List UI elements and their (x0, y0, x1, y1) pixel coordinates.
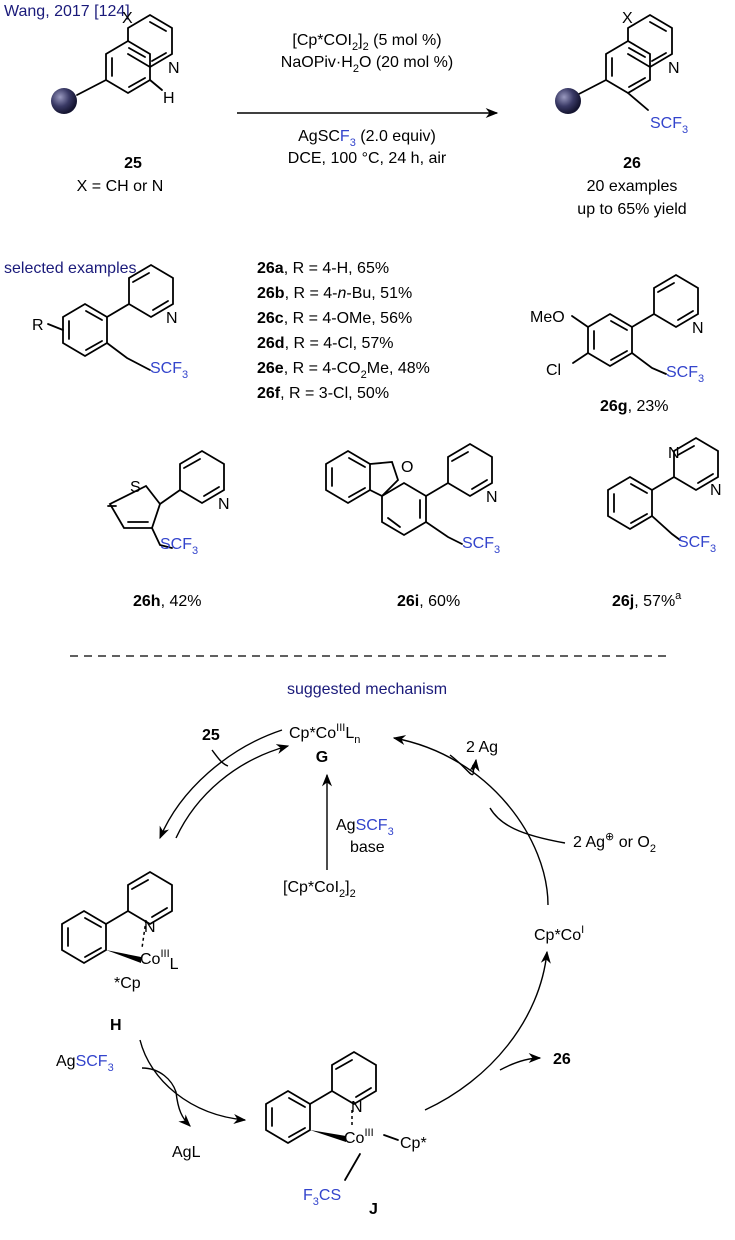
general-product-structure (47, 263, 174, 371)
species-h-label: H (110, 1017, 122, 1034)
species-g-label: G (316, 749, 328, 766)
j-wedge-bond (310, 1130, 346, 1142)
condition-additive: NaOPiv·H2O (20 mol %) (281, 54, 453, 75)
arc-25-in (211, 749, 229, 767)
h-dashed-n-co (141, 919, 147, 949)
scf3-26: SCF3 (650, 115, 688, 136)
citation-header: Wang, 2017 [124] (4, 3, 130, 20)
atom-n-26h: N (218, 496, 230, 513)
mech-agscf3: AgSCF3 (56, 1053, 114, 1074)
f3cs-j: F3CS (303, 1187, 341, 1208)
arc-reductive-elim-to-g (392, 735, 549, 906)
species-g: Cp*CoIIILn (289, 722, 360, 746)
atom-h-25: H (163, 90, 175, 107)
atom-n-26: N (668, 60, 680, 77)
oxidant-label: 2 Ag⊕ or O2 (573, 831, 656, 855)
compound-26g-structure (571, 273, 699, 375)
atom-n-h: N (144, 919, 156, 936)
species-j-label: J (369, 1201, 378, 1218)
example-26d: 26d, R = 4-Cl, 57% (257, 335, 394, 352)
species-co1: Cp*CoI (534, 924, 584, 944)
atom-s-26h: S (130, 479, 141, 496)
arc-oxidant-in (489, 807, 566, 844)
arc-j-to-co1 (424, 950, 551, 1111)
arc-product-release (499, 1052, 542, 1071)
scf3-26g: SCF3 (666, 364, 704, 385)
mechanism-title: suggested mechanism (287, 681, 447, 698)
cl-26g: Cl (546, 362, 561, 379)
compound-26i-structure (325, 442, 493, 545)
arc-agscf3-in (141, 1067, 191, 1127)
arc-ag-release (449, 754, 480, 776)
atom-n1-26j: N (668, 445, 680, 462)
compound-26-structure (576, 13, 673, 111)
co-j: CoIII (344, 1127, 374, 1147)
example-26c: 26c, R = 4-OMe, 56% (257, 310, 412, 327)
atom-n-26i: N (486, 489, 498, 506)
atom-n-general: N (166, 310, 178, 327)
scf3-26h: SCF3 (160, 536, 198, 557)
condition-catalyst: [Cp*COI2]2 (5 mol %) (292, 32, 441, 53)
h-wedge-bond (106, 950, 141, 963)
label-26j: 26j, 57%a (612, 590, 682, 610)
mechanism-25-label: 25 (202, 727, 220, 744)
label-26i: 26i, 60% (397, 593, 460, 610)
cp-j: Cp* (400, 1135, 427, 1152)
intermediate-h-structure (61, 870, 173, 965)
cp-h: *Cp (114, 975, 141, 992)
atom-x-25: X (122, 10, 133, 27)
atom-n-25: N (168, 60, 180, 77)
atom-o-26i: O (401, 459, 413, 476)
atom-n-j: N (351, 1099, 363, 1116)
arc-g-to-h (159, 729, 283, 840)
product-ball (555, 88, 581, 114)
meo-26g: MeO (530, 309, 565, 326)
example-26f: 26f, R = 3-Cl, 50% (257, 385, 389, 402)
compound-25-label: 25 (124, 155, 142, 172)
mech-agl: AgL (172, 1144, 201, 1161)
example-26e: 26e, R = 4-CO2Me, 48% (257, 360, 430, 381)
label-26h: 26h, 42% (133, 593, 202, 610)
selected-examples-title: selected examples (4, 260, 137, 277)
scf3-26j: SCF3 (678, 534, 716, 555)
example-26b: 26b, R = 4-n-Bu, 51% (257, 285, 412, 302)
co-cp-bond-j (383, 1134, 399, 1141)
atom-n2-26j: N (710, 482, 722, 499)
arc-h-to-j (139, 1039, 247, 1124)
scf3-general: SCF3 (150, 360, 188, 381)
atom-n-26g: N (692, 320, 704, 337)
precatalyst: [Cp*CoI2]2 (283, 879, 356, 900)
r-group-label: R (32, 317, 44, 334)
condition-solvent: DCE, 100 °C, 24 h, air (288, 150, 447, 167)
compound-25-structure (76, 13, 173, 96)
silver-released: 2 Ag (466, 739, 498, 756)
mechanism-product-26: 26 (553, 1051, 571, 1068)
activation-base: base (350, 839, 385, 856)
example-26a: 26a, R = 4-H, 65% (257, 260, 389, 277)
compound-26h-structure (107, 449, 225, 549)
label-26g: 26g, 23% (600, 398, 669, 415)
atom-x-26: X (622, 10, 633, 27)
compound-26-label: 26 (623, 155, 641, 172)
arc-h-to-g (175, 744, 290, 839)
product-yield: up to 65% yield (577, 201, 686, 218)
substrate-ball (51, 88, 77, 114)
scf3-26i: SCF3 (462, 535, 500, 556)
condition-reagent: AgSCF3 (2.0 equiv) (298, 128, 436, 149)
compound-26j-structure (607, 436, 719, 541)
product-examples: 20 examples (587, 178, 678, 195)
activation-reagent: AgSCF3 (336, 817, 394, 838)
co-h: CoIIIL (140, 948, 179, 973)
intermediate-j-structure (265, 1050, 377, 1181)
compound-25-x-definition: X = CH or N (77, 178, 164, 195)
